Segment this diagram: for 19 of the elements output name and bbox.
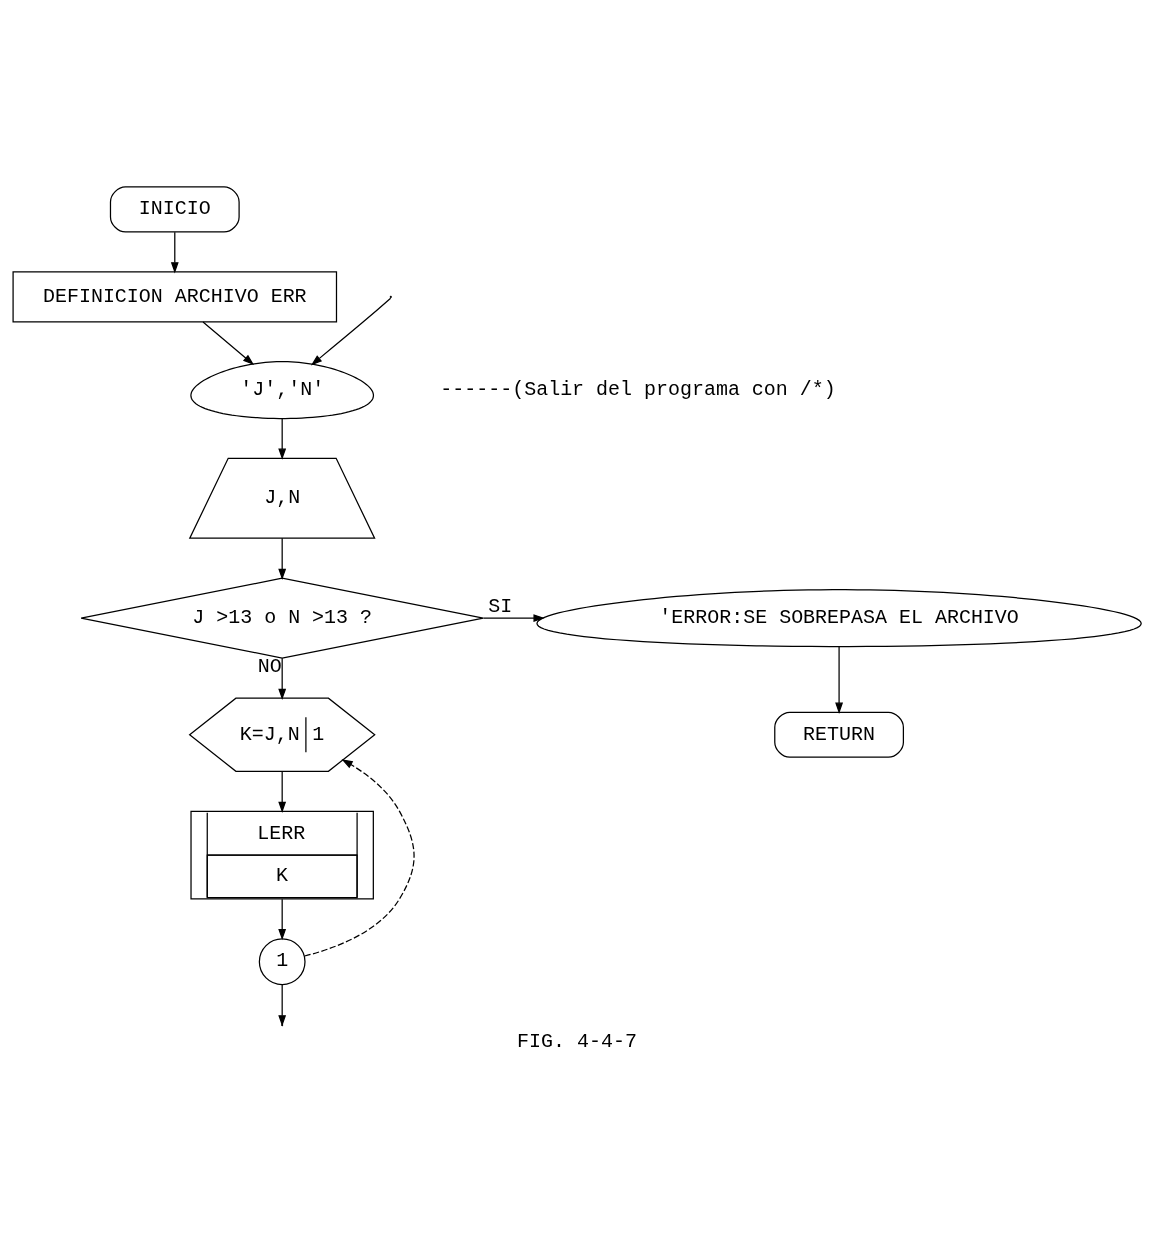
arrow bbox=[278, 898, 287, 941]
arrow bbox=[202, 321, 255, 366]
arrow bbox=[278, 537, 287, 581]
node-label: ------(Salir del programa con /*) bbox=[440, 377, 836, 401]
arrow bbox=[278, 770, 287, 813]
arrow bbox=[170, 231, 179, 274]
node-box: INICIO bbox=[109, 186, 240, 233]
node-circle: 1 bbox=[258, 938, 306, 986]
caption: FIG. 4-4-7 bbox=[517, 1029, 637, 1053]
node-box: RETURN bbox=[774, 711, 904, 758]
arrow bbox=[835, 645, 844, 714]
arrow bbox=[482, 614, 545, 623]
edge-label: SI bbox=[488, 594, 513, 618]
node-diamond: J >13 o N >13 ? bbox=[80, 577, 484, 659]
arrow bbox=[304, 759, 415, 957]
arrow bbox=[278, 417, 287, 460]
node-box: DEFINICION ARCHIVO ERR bbox=[12, 271, 338, 323]
arrow bbox=[278, 657, 287, 701]
arrow bbox=[310, 297, 392, 366]
